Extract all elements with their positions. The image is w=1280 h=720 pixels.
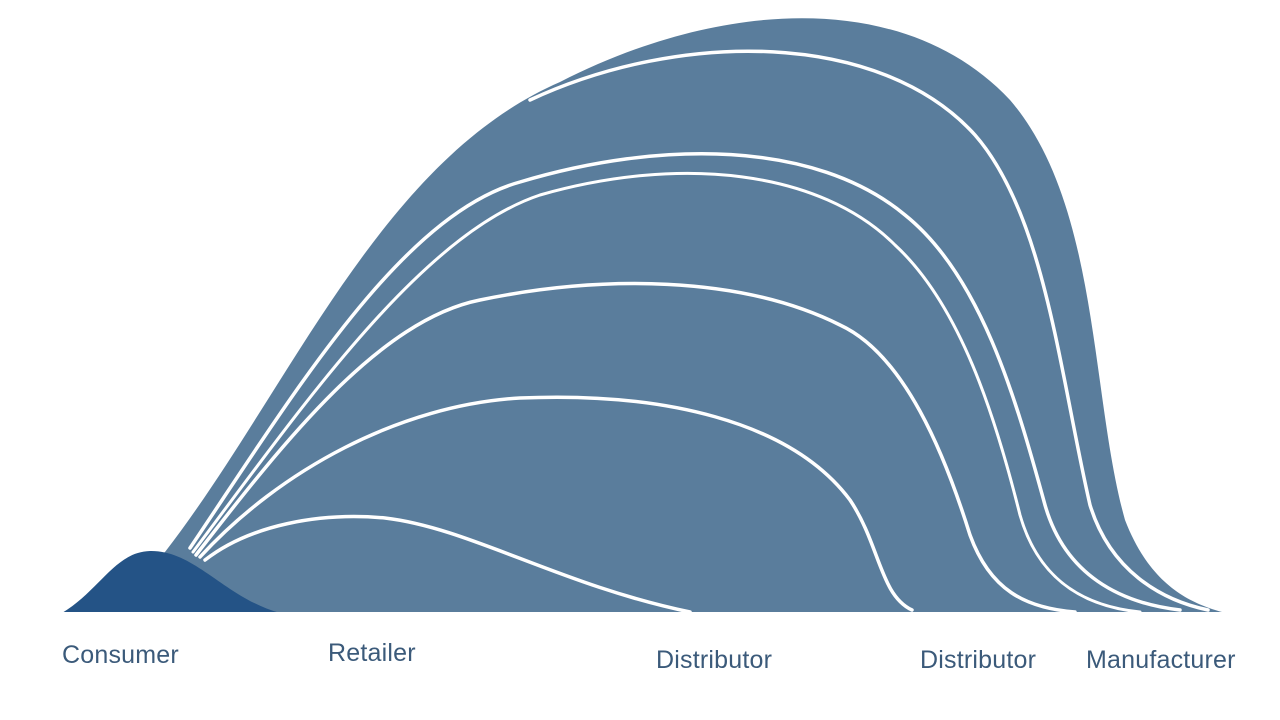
separator-arc-4 [194,281,1077,614]
stage-label-distributor-2: Distributor [920,646,1037,674]
consumer-hump [62,550,280,613]
stage-label-consumer: Consumer [62,641,179,669]
separator-arc-5 [198,395,914,612]
separator-arc-3 [191,171,1142,614]
band-manufacturer [70,18,1222,612]
separator-arc-2 [188,151,1182,612]
stage-label-manufacturer: Manufacturer [1086,646,1236,674]
stage-label-distributor-1: Distributor [656,646,773,674]
separator-arc-6 [203,514,692,614]
separator-arc-1 [528,49,1210,612]
stage-label-retailer: Retailer [328,639,416,667]
